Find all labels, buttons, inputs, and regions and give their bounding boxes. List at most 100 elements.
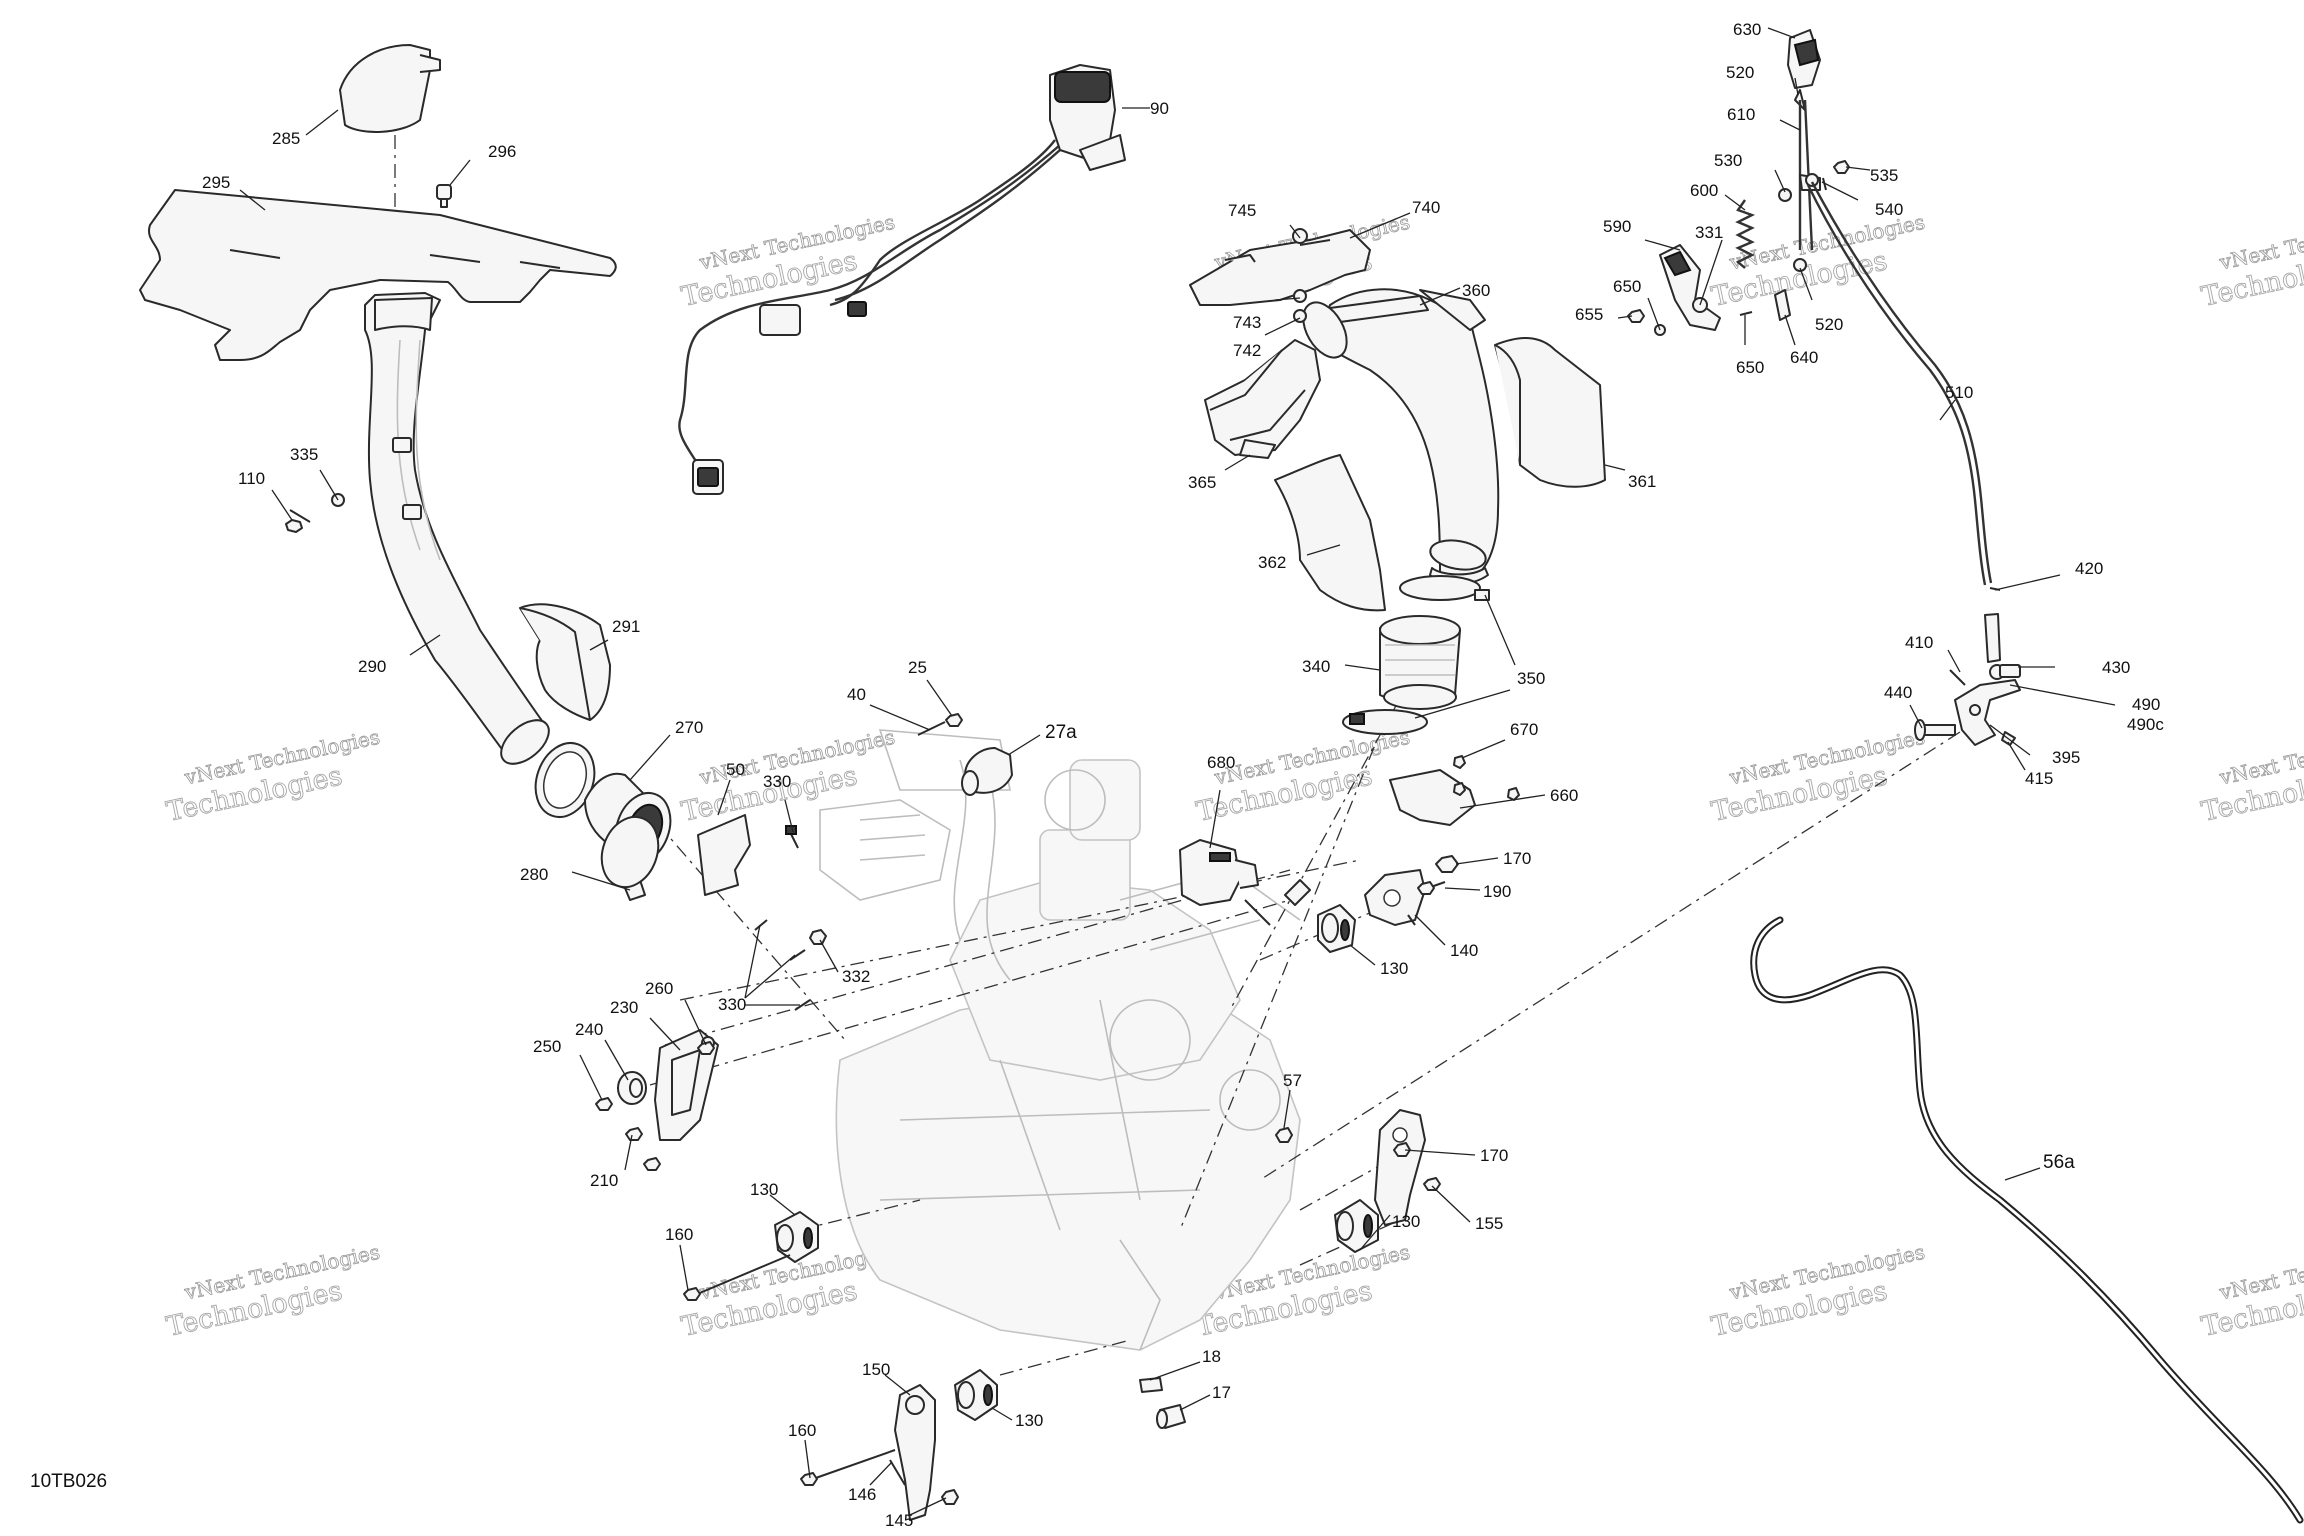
callout-17: 17: [1212, 1383, 1231, 1402]
pin-440: [1914, 719, 1956, 741]
lever-590: [1659, 244, 1721, 331]
callout-420: 420: [2075, 559, 2103, 578]
ecu-680: [1179, 839, 1311, 926]
linkage-420: [1984, 587, 2001, 663]
callout-520-upper: 520: [1726, 63, 1754, 82]
heat-shield-362: [1274, 454, 1386, 612]
callout-170-upper: 170: [1503, 849, 1531, 868]
clamp-350-lower: [1342, 709, 1428, 735]
isolator-130-lower: [954, 1369, 998, 1421]
watermark: vNext Technologies Technologies: [163, 724, 382, 828]
callout-490: 490: [2132, 695, 2160, 714]
bolt-146: [889, 1459, 906, 1486]
callout-365: 365: [1188, 473, 1216, 492]
heat-shield-295: [139, 189, 617, 361]
callout-331: 331: [1695, 223, 1723, 242]
shifter-lever-610: [1787, 29, 1821, 251]
callout-190: 190: [1483, 882, 1511, 901]
callout-330-lower: 330: [718, 995, 746, 1014]
callout-610: 610: [1727, 105, 1755, 124]
fitting-57: [1275, 1127, 1293, 1143]
callout-160-upper: 160: [665, 1225, 693, 1244]
bracket-740: [1189, 228, 1371, 323]
bolt-160-lower: [800, 1449, 896, 1486]
callout-395: 395: [2052, 748, 2080, 767]
ball-joint-430: [1989, 664, 2021, 680]
callout-285: 285: [272, 129, 300, 148]
callout-130-upper: 130: [1380, 959, 1408, 978]
callout-160-lower: 160: [788, 1421, 816, 1440]
callout-630: 630: [1733, 20, 1761, 39]
callout-295: 295: [202, 173, 230, 192]
callout-655: 655: [1575, 305, 1603, 324]
callout-430: 430: [2102, 658, 2130, 677]
clamp-350-upper: [1399, 575, 1490, 601]
callout-290: 290: [358, 657, 386, 676]
callout-130-lower: 130: [1015, 1411, 1043, 1430]
callout-535: 535: [1870, 166, 1898, 185]
bolt-25: [945, 713, 963, 727]
cap-17: [1156, 1404, 1186, 1429]
callout-330-upper: 330: [763, 772, 791, 791]
callout-530: 530: [1714, 151, 1742, 170]
leader-lines: [239, 27, 2116, 1516]
callout-680: 680: [1207, 753, 1235, 772]
isolator-130-right: [1334, 1199, 1379, 1253]
callout-660: 660: [1550, 786, 1578, 805]
callout-40: 40: [847, 685, 866, 704]
hose-56a: [1750, 916, 2304, 1524]
callout-742: 742: [1233, 341, 1261, 360]
filter-340: [1379, 615, 1461, 710]
bracket-660: [1389, 755, 1520, 826]
bracket-155: [1374, 1109, 1441, 1226]
isolator-130-upper: [1317, 904, 1356, 953]
exhaust-pipe-290: [364, 292, 550, 765]
isolator-130-left: [774, 1211, 819, 1263]
callout-260: 260: [645, 979, 673, 998]
heat-shield-291: [519, 603, 611, 721]
callout-250: 250: [533, 1037, 561, 1056]
callout-130-right: 130: [1392, 1212, 1420, 1231]
bolt-210: [625, 1127, 661, 1171]
callout-590: 590: [1603, 217, 1631, 236]
bracket-150: [894, 1384, 936, 1521]
callout-18: 18: [1202, 1347, 1221, 1366]
spring-600: [1735, 199, 1756, 269]
reference-code: 10TB026: [30, 1471, 107, 1492]
watermark: vNext Technologies Technologies: [2198, 209, 2304, 313]
callout-335: 335: [290, 445, 318, 464]
callout-540: 540: [1875, 200, 1903, 219]
callout-600: 600: [1690, 181, 1718, 200]
bolt-110: [285, 509, 311, 533]
watermark: vNext Technologies Technologies: [2198, 724, 2304, 828]
plate-50: [697, 814, 751, 896]
fasteners-520-530-535-540: [1778, 160, 1850, 272]
callout-130-left: 130: [750, 1180, 778, 1199]
callout-230: 230: [610, 998, 638, 1017]
callout-291: 291: [612, 617, 640, 636]
bolt-410: [1949, 669, 1966, 686]
clamp-280: [534, 742, 646, 901]
small-parts-650-655: [1627, 289, 1791, 336]
callout-150: 150: [862, 1360, 890, 1379]
engine-ghost: [819, 729, 1301, 1351]
switch-harness-90: [678, 64, 1126, 495]
callout-650-lower: 650: [1736, 358, 1764, 377]
callout-340: 340: [1302, 657, 1330, 676]
callout-296: 296: [488, 142, 516, 161]
bolt-250: [595, 1097, 613, 1111]
callout-27a: 27a: [1045, 722, 1077, 743]
callout-155: 155: [1475, 1214, 1503, 1233]
coupler-270: [584, 772, 672, 889]
callout-280: 280: [520, 865, 548, 884]
callout-56a: 56a: [2043, 1152, 2075, 1173]
watermark: vNext Technologies Technologies: [1193, 724, 1412, 828]
heat-shield-361: [1494, 337, 1606, 488]
callout-145: 145: [885, 1511, 913, 1530]
watermark: vNext Technologies Technologies: [1708, 1239, 1927, 1343]
watermark: vNext Technologies Technologies: [1708, 724, 1927, 828]
cap-27a: [961, 747, 1013, 796]
bolt-160-upper: [683, 1254, 791, 1301]
